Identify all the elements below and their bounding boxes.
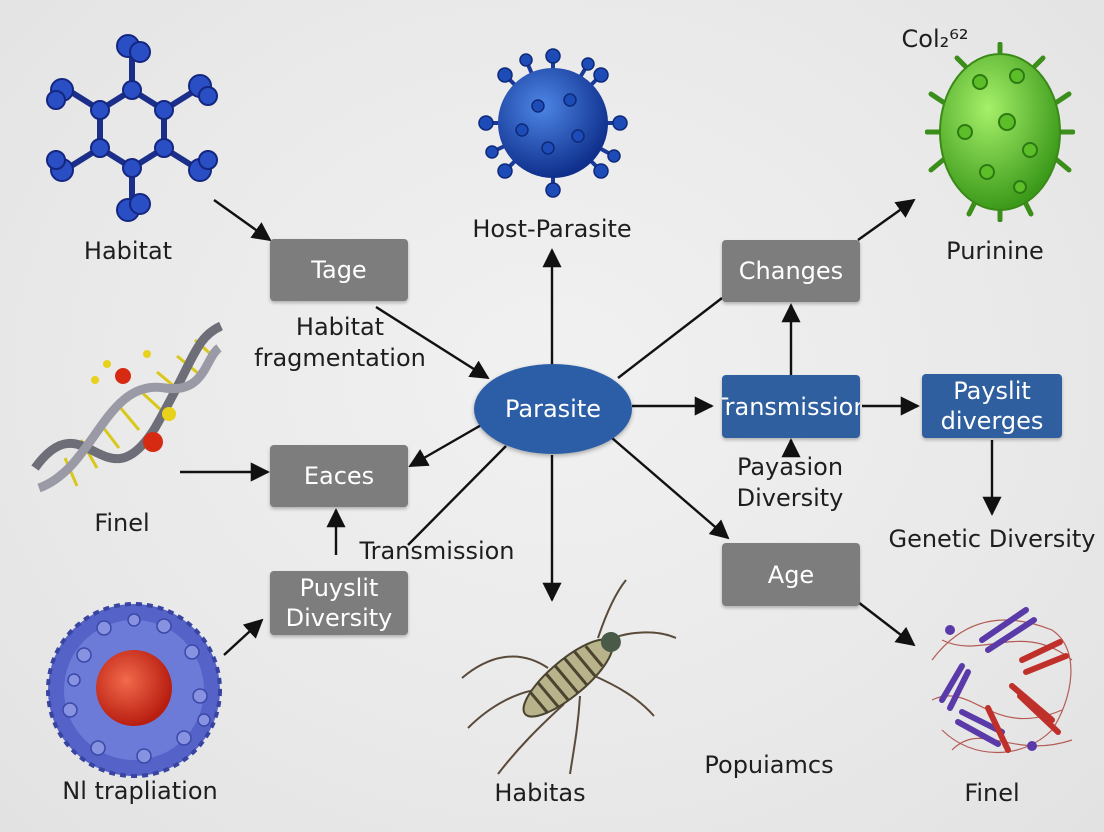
col-formula-label: Col₂⁶² bbox=[901, 25, 969, 53]
habitas-label: Habitas bbox=[494, 779, 586, 807]
changes-box: Changes bbox=[722, 240, 860, 302]
arrow-nucleus-to-puyslit bbox=[223, 618, 264, 656]
dna-helix-icon bbox=[31, 321, 224, 493]
parasite-node: Parasite bbox=[474, 364, 632, 454]
nl-trapliation-label: Nl trapliation bbox=[62, 777, 218, 805]
diverges-label: diverges bbox=[940, 407, 1044, 435]
diversity-line: Diversity bbox=[736, 484, 844, 513]
bacterium-icon bbox=[925, 42, 1075, 222]
arrow-molecule-to-tage bbox=[213, 199, 272, 242]
age-box: Age bbox=[722, 543, 860, 606]
finel-left-label: Finel bbox=[94, 509, 150, 537]
habitat-label: Habitat bbox=[83, 237, 173, 265]
puyslit-diversity-box: Puyslit Diversity bbox=[270, 571, 408, 635]
eaces-box-label: Eaces bbox=[303, 462, 375, 490]
popuiamcs-label: Popuiamcs bbox=[704, 751, 834, 779]
parasite-node-label: Parasite bbox=[504, 395, 602, 423]
age-box-label: Age bbox=[767, 560, 815, 589]
payasion-diversity-label: Payasion Diversity bbox=[720, 452, 860, 514]
genetic-diversity-label: Genetic Diversity bbox=[888, 525, 1096, 553]
arrow-parasite-to-age bbox=[611, 437, 730, 540]
payasion-line: Payasion bbox=[736, 453, 844, 481]
puyslit-label: Puyslit bbox=[299, 574, 379, 602]
transmission-box-label: Transmission bbox=[722, 392, 860, 421]
habitat-fragmentation-line2: fragmentation bbox=[254, 344, 426, 373]
purinine-label: Purinine bbox=[946, 237, 1044, 265]
payslit-diverges-box: Payslit diverges bbox=[922, 374, 1062, 438]
habitat-fragmentation-label: Habitat fragmentation bbox=[240, 312, 440, 374]
virus-icon bbox=[478, 48, 628, 198]
eaces-box: Eaces bbox=[270, 445, 408, 507]
finel-right-label: Finel bbox=[964, 779, 1020, 807]
arrow-fragmentation-to-parasite bbox=[375, 305, 490, 380]
arrow-age-to-fibers bbox=[857, 601, 916, 647]
host-parasite-label: Host-Parasite bbox=[472, 215, 632, 243]
tage-box: Tage bbox=[270, 239, 408, 301]
protein-fibers-icon bbox=[931, 607, 1073, 754]
tage-box-label: Tage bbox=[311, 256, 367, 284]
changes-box-label: Changes bbox=[738, 257, 844, 285]
transmission-text-label: Transmission bbox=[359, 537, 515, 565]
payslit-label: Payslit bbox=[953, 377, 1031, 405]
insect-larva-icon bbox=[461, 579, 677, 775]
diversity-label: Diversity bbox=[285, 604, 393, 632]
molecule-icon bbox=[46, 34, 218, 222]
transmission-box: Transmission bbox=[722, 375, 860, 438]
arrow-changes-to-bacterium bbox=[857, 198, 916, 241]
arrow-parasite-to-eaces bbox=[408, 418, 491, 468]
cell-nucleus-icon bbox=[46, 602, 222, 778]
line-parasite-to-changes bbox=[617, 297, 723, 379]
habitat-fragmentation-line1: Habitat bbox=[295, 313, 385, 341]
line-parasite-to-transmission-label bbox=[407, 445, 507, 546]
